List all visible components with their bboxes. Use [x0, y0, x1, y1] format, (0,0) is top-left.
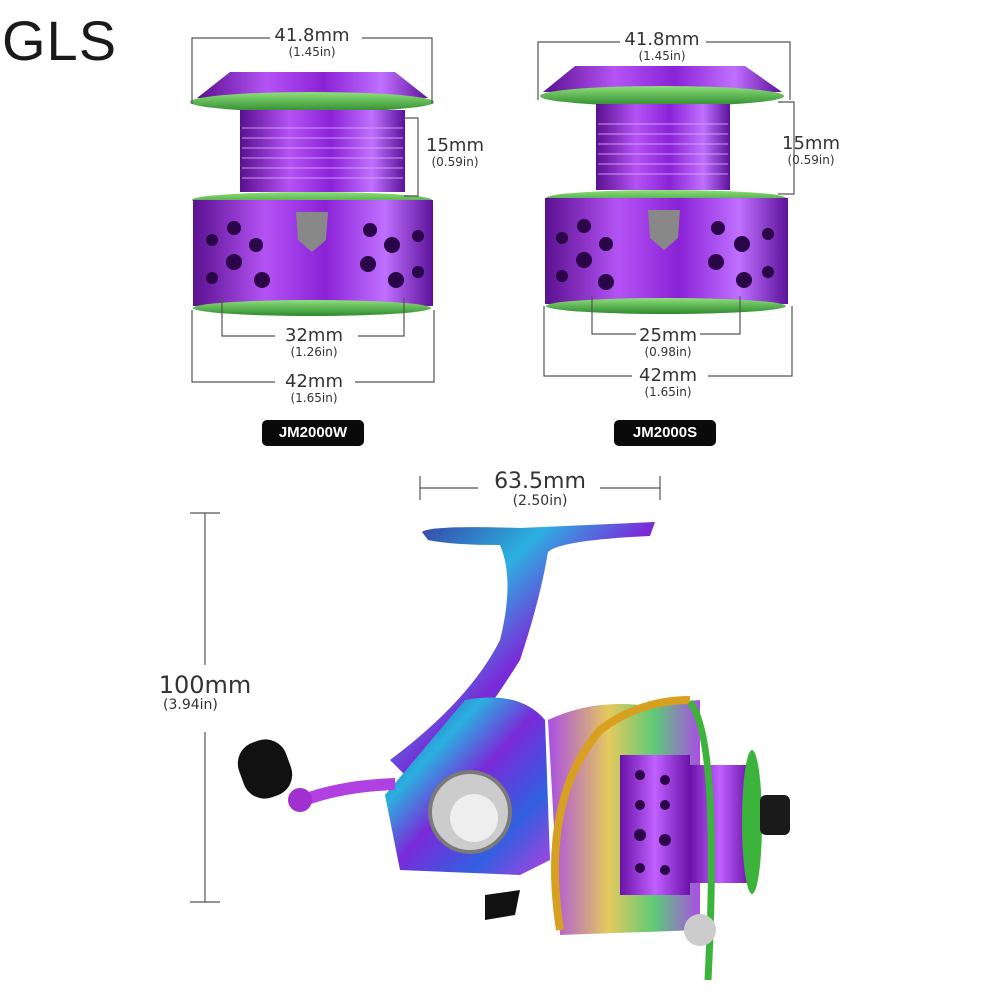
- brand-logo: GLS: [2, 9, 118, 72]
- reel-height-label: 100mm (3.94in): [158, 671, 252, 714]
- model-badge: JM2000S: [614, 420, 716, 446]
- inner-diameter-label: 25mm (0.98in): [639, 325, 697, 359]
- handle-width-label: 63.5mm (2.50in): [494, 469, 586, 510]
- outer-diameter-label: 42mm (1.65in): [285, 371, 343, 405]
- model-badge: JM2000W: [262, 420, 364, 446]
- height-label: 15mm (0.59in): [426, 135, 484, 169]
- outer-diameter-label: 42mm (1.65in): [639, 365, 697, 399]
- height-label: 15mm (0.59in): [782, 133, 840, 167]
- top-diameter-label: 41.8mm (1.45in): [274, 25, 350, 59]
- top-diameter-label: 41.8mm (1.45in): [624, 29, 700, 63]
- inner-diameter-label: 32mm (1.26in): [285, 325, 343, 359]
